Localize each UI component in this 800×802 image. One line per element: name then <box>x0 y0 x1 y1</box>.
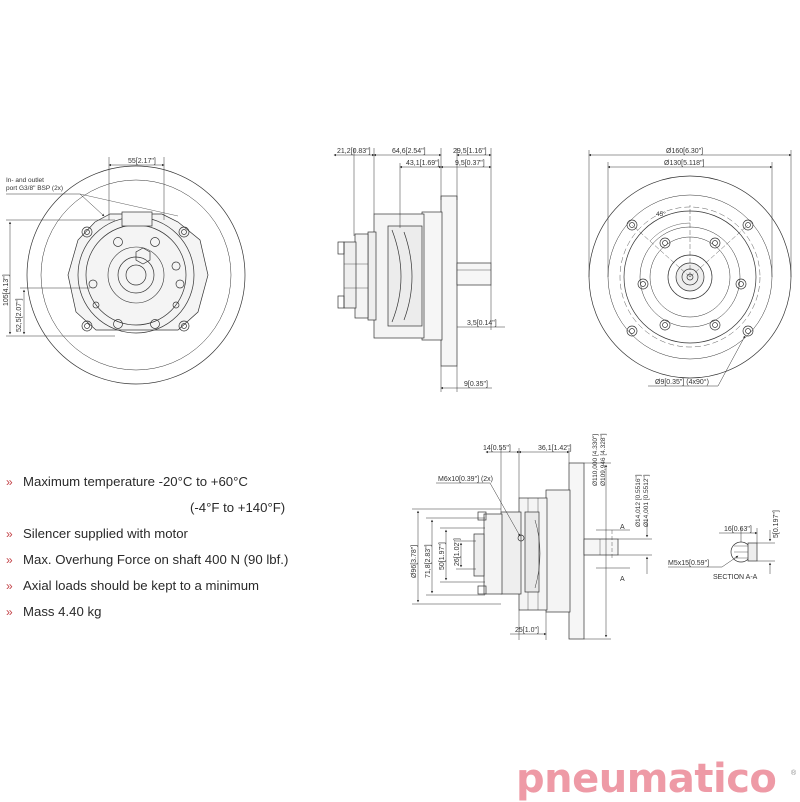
shaft-dim-2: Ø14,001 [0.5512"] <box>643 474 650 527</box>
side-dim-2: 64,6[2.54"] <box>392 148 426 155</box>
side-dim-4: 43,1[1.69"] <box>406 160 440 167</box>
registered-mark: ® <box>791 770 797 777</box>
spec-item: » Mass 4.40 kg <box>6 602 346 628</box>
spec-text: Maximum temperature -20°C to +60°C <box>23 474 248 489</box>
front-dim-height-inner: 52,5[2.07"] <box>16 298 23 332</box>
section-dim-v4: 26[1.02"] <box>454 538 461 566</box>
bullet-icon: » <box>6 579 13 593</box>
section-marker-bottom: A <box>620 576 625 583</box>
spec-item: » Maximum temperature -20°C to +60°C <box>6 472 346 498</box>
section-aa-key: 16[0.63"] <box>724 526 752 533</box>
section-dim-d1: Ø110,000 [4.330"] <box>592 434 599 486</box>
front-view-left <box>26 165 246 385</box>
port-label-line2: port G3/8" BSP (2x) <box>6 185 63 192</box>
section-view <box>473 462 619 640</box>
flange-view <box>588 175 792 379</box>
section-marker-top: A <box>620 524 625 531</box>
section-aa-title: SECTION A-A <box>713 574 758 581</box>
side-dim-7: 9[0.35"] <box>464 381 488 388</box>
flange-dim-bolt-circle: Ø130[5.118"] <box>664 160 705 167</box>
section-dim-v2: 71,8[2.83"] <box>425 544 432 578</box>
spec-text: Silencer supplied with motor <box>23 526 188 541</box>
port-label-line1: In- and outlet <box>6 177 44 184</box>
side-dims <box>333 148 505 392</box>
bullet-icon: » <box>6 605 13 619</box>
side-dim-1: 21,2[0.83"] <box>337 148 371 155</box>
section-dim-bottom: 25[1.0"] <box>515 627 539 634</box>
spec-text: Axial loads should be kept to a minimum <box>23 578 260 593</box>
front-left-dims <box>6 157 179 337</box>
spec-text: Mass 4.40 kg <box>23 604 102 619</box>
flange-dims <box>588 150 792 387</box>
flange-holes: Ø9[0.35"] (4x90°) <box>655 378 709 386</box>
spec-text: Max. Overhung Force on shaft 400 N (90 l… <box>23 552 289 567</box>
spec-text: (-4°F to +140°F) <box>190 500 286 515</box>
spec-item: » Axial loads should be kept to a minimum <box>6 576 346 602</box>
front-dim-width: 55[2.17"] <box>128 158 156 165</box>
section-dim-d1b: Ø109,946 [4.328"] <box>600 433 607 486</box>
section-aa-view <box>730 541 758 563</box>
spec-item-continuation: (-4°F to +140°F) <box>6 498 346 524</box>
bullet-icon: » <box>6 475 13 489</box>
front-dim-height-outer: 105[4.13"] <box>3 274 10 306</box>
shaft-dim-1: Ø14,012 [0.5516"] <box>635 474 642 527</box>
side-dim-6: 3,5[0.14"] <box>467 320 497 327</box>
spec-list: » Maximum temperature -20°C to +60°C (-4°… <box>6 472 346 628</box>
bullet-icon: » <box>6 553 13 567</box>
thread-label: M6x10[0.39"] (2x) <box>438 476 493 483</box>
section-dim-top-1: 14[0.55"] <box>483 445 511 452</box>
section-dim-top-2: 36,1[1.42"] <box>538 445 572 452</box>
brand-logo: pneumatico <box>516 756 777 802</box>
side-dim-3: 29,5[1.16"] <box>453 148 487 155</box>
spec-item: » Max. Overhung Force on shaft 400 N (90 … <box>6 550 346 576</box>
bullet-icon: » <box>6 527 13 541</box>
section-dims <box>412 448 652 640</box>
spec-item: » Silencer supplied with motor <box>6 524 346 550</box>
side-dim-5: 9,5[0.37"] <box>455 160 485 167</box>
side-view <box>337 195 492 367</box>
section-aa-h: 5[0.197"] <box>773 510 780 538</box>
flange-dim-outer: Ø160[6.30"] <box>666 148 703 155</box>
section-aa-thread: M5x15[0.59"] <box>668 560 709 567</box>
section-dim-v1: Ø96[3.78"] <box>411 545 418 578</box>
flange-angle: 45° <box>656 210 666 218</box>
section-dim-v3: 50[1.97"] <box>439 542 446 570</box>
section-aa-dims <box>668 528 775 574</box>
